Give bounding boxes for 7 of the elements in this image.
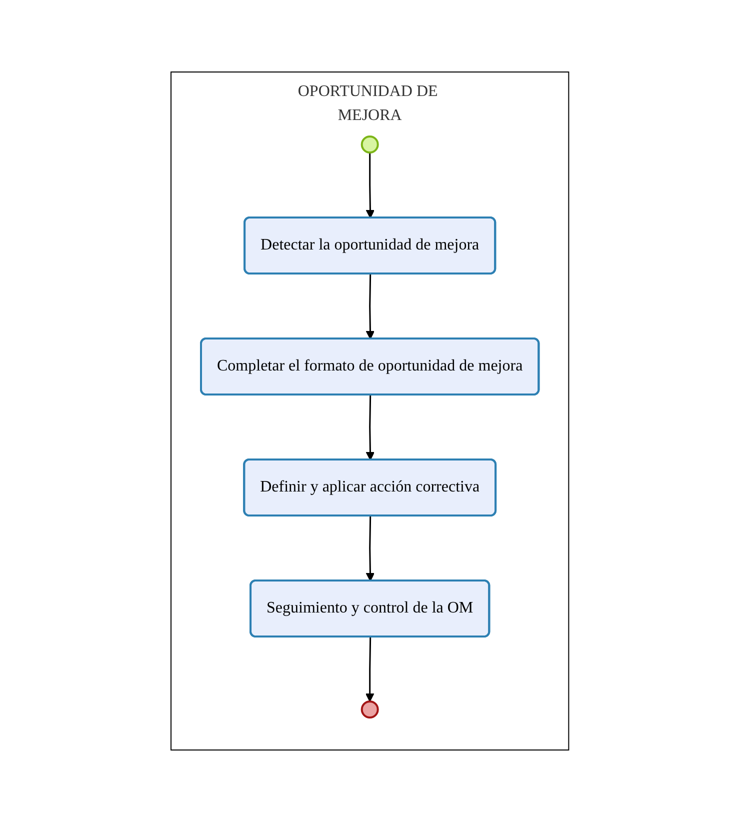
- arrow: [365, 152, 374, 218]
- arrow: [365, 273, 374, 339]
- arrow: [365, 636, 374, 702]
- node-circle: [360, 700, 378, 718]
- arrow: [365, 394, 374, 460]
- node-circle: [360, 135, 378, 153]
- arrow: [365, 515, 374, 581]
